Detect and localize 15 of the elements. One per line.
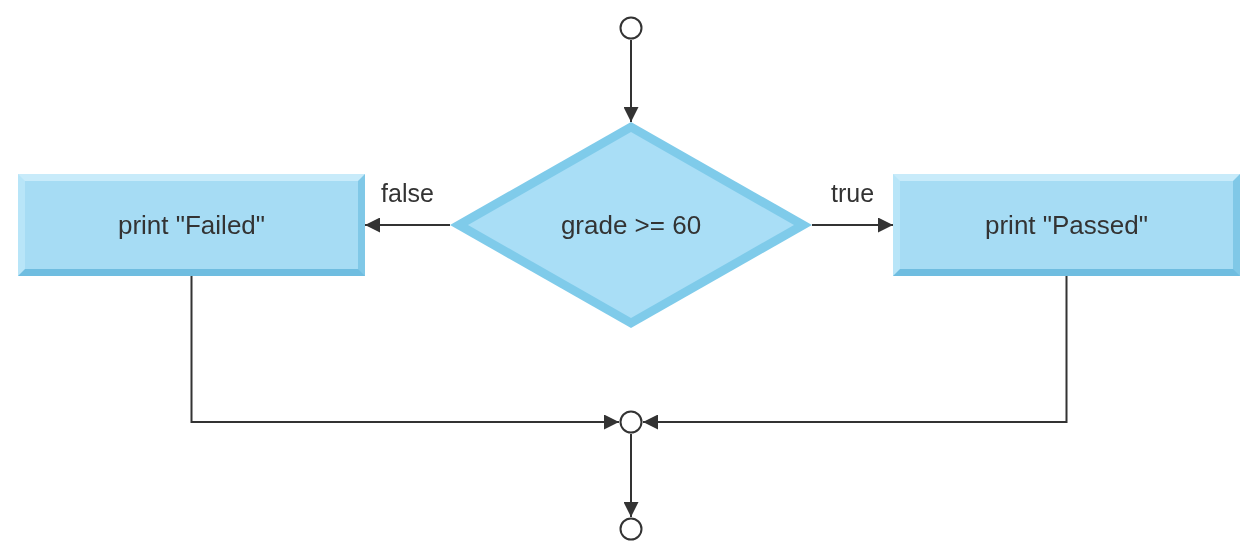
arrow [811,217,894,233]
process-box [18,174,365,276]
process-box [893,174,1240,276]
decision-diamond [450,122,812,328]
node-text: print "Failed" [117,208,266,242]
arrow [623,39,639,123]
arrow [364,217,451,233]
connector-circle [619,16,643,40]
arrow [190,275,620,430]
arrow [623,433,639,518]
connector-circle [619,517,643,541]
connector-circle [619,410,643,434]
node-text: print "Passed" [985,208,1148,242]
node-text: grade >= 60 [560,208,702,242]
arrow [642,275,1068,430]
